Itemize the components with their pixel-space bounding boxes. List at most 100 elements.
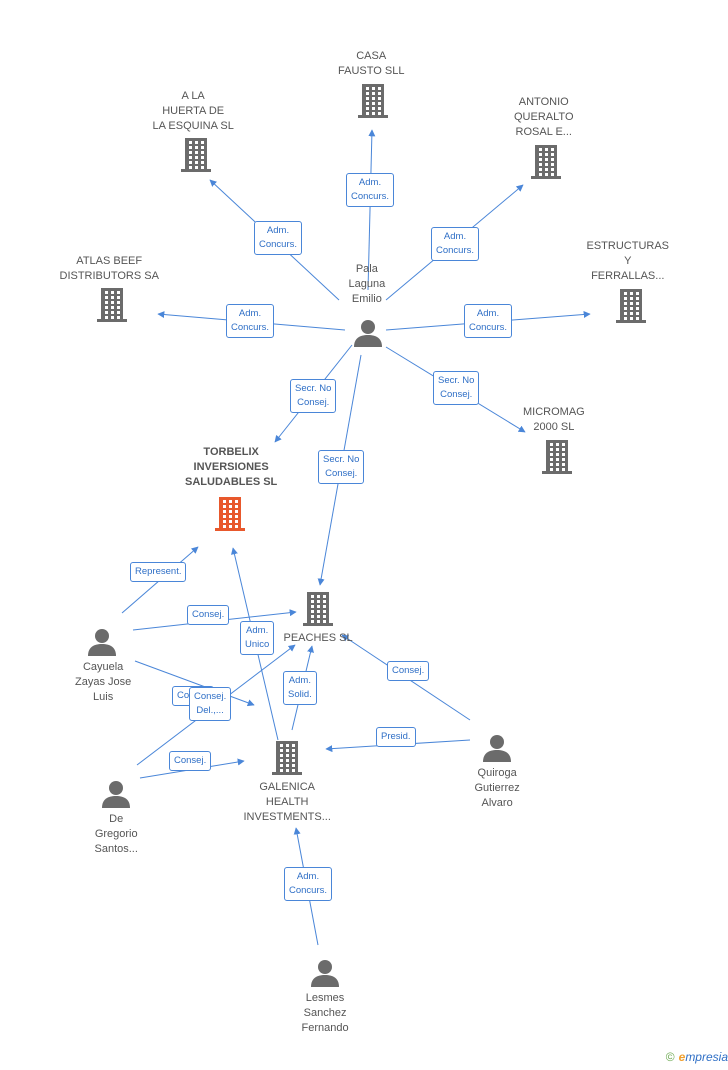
edge-label: Secr. No Consej. (290, 379, 337, 413)
edge-label: Adm.Concurs. (284, 867, 333, 901)
edge-label-line: Adm. (358, 177, 382, 188)
company-node-casa[interactable]: CASA FAUSTO SLL (338, 49, 404, 79)
node-label-line: Y (624, 255, 632, 267)
edge-label-line: Presid. (381, 731, 411, 742)
person-icon[interactable] (482, 733, 512, 763)
edge-label: Consej.Del.,... (189, 687, 232, 721)
edge-line (134, 660, 255, 707)
edge-label-line: Unico (245, 639, 270, 650)
node-label-line: CASA (356, 50, 387, 62)
node-label-line: INVERSIONES (193, 461, 269, 473)
person-icon[interactable] (101, 779, 131, 809)
edge-label-line: Adm. (288, 675, 311, 686)
edge-label-line: Secr. No (438, 375, 475, 386)
building-icon[interactable] (97, 288, 127, 322)
company-node-estructuras[interactable]: ESTRUCTURAS Y FERRALLAS... (587, 239, 670, 284)
building-icon[interactable] (272, 741, 302, 775)
company-node-atlas[interactable]: ATLAS BEEF DISTRIBUTORS SA (60, 254, 159, 284)
edge-label: Represent. (130, 562, 187, 582)
edge-label-line: Concurs. (469, 322, 508, 333)
building-icon[interactable] (181, 138, 211, 172)
edge-label-line: Secr. No (295, 383, 332, 394)
brand-logo-letter: e (678, 1050, 686, 1064)
edge-label-line: Consej. (192, 609, 225, 620)
node-label-line: GALENICA (259, 781, 316, 793)
edge-label-line: Concurs. (259, 239, 298, 250)
building-icon[interactable] (542, 440, 572, 474)
node-label-line: HEALTH (265, 796, 309, 808)
building-icon[interactable] (303, 592, 333, 626)
edge-label-line: Represent. (135, 566, 182, 577)
node-label-line: Emilio (351, 293, 382, 305)
node-label-line: Pala (355, 263, 378, 275)
node-label-line: QUERALTO (514, 111, 574, 123)
node-label-line: PEACHES SL (283, 632, 353, 644)
edge-label: Presid. (376, 727, 416, 747)
node-label-line: LA ESQUINA SL (152, 120, 234, 132)
edge-label-line: Consej. (440, 389, 473, 400)
node-label-line: Quiroga (477, 767, 517, 779)
edge-label-line: Secr. No (323, 454, 360, 465)
edge-label-line: Consej. (174, 755, 207, 766)
edge-label-line: Adm. (443, 231, 467, 242)
node-label-line: Sanchez (303, 1007, 347, 1019)
node-label-line: Alvaro (481, 797, 513, 809)
node-label-line: ATLAS BEEF (76, 255, 143, 267)
edge-label: Adm.Concurs. (464, 304, 513, 338)
copyright-icon: © (665, 1050, 675, 1064)
node-label-line: Luis (93, 691, 114, 703)
person-icon[interactable] (310, 958, 340, 988)
building-icon[interactable] (215, 497, 245, 531)
node-label-line: FERRALLAS... (591, 270, 665, 282)
node-label-line: De (109, 813, 124, 825)
node-label-line: ESTRUCTURAS (586, 240, 670, 252)
edge-label-line: Concurs. (351, 191, 390, 202)
edge-label-line: Adm. (246, 625, 269, 636)
node-label-line: Fernando (301, 1022, 349, 1034)
edge-label-line: Consej. (392, 665, 425, 676)
node-label-line: Zayas Jose (75, 676, 132, 688)
node-label-line: DISTRIBUTORS SA (59, 270, 159, 282)
node-label-line: TORBELIX (203, 446, 259, 458)
brand-logo-text: mpresia (685, 1050, 728, 1064)
node-label-line: 2000 SL (533, 421, 575, 433)
edge-label: Secr. No Consej. (318, 450, 365, 484)
person-icon[interactable] (87, 627, 117, 657)
edge-label-line: Adm. (266, 225, 290, 236)
edge-line (367, 129, 376, 291)
edge-label-line: Adm. (238, 308, 262, 319)
edge-label-line: Consej. (325, 468, 358, 479)
company-node-peaches[interactable]: PEACHES SL (284, 631, 353, 646)
edge-label-line: Consej. (297, 397, 330, 408)
node-label-line: Cayuela (82, 661, 124, 673)
building-icon[interactable] (531, 145, 561, 179)
edge-label: Consej. (169, 751, 212, 771)
edge-label: Consej. (387, 661, 430, 681)
node-label-line: Gregorio (94, 828, 138, 840)
edge-label-line: Concurs. (436, 245, 475, 256)
edge-label-line: Solid. (288, 689, 312, 700)
building-icon[interactable] (616, 289, 646, 323)
node-label-line: FAUSTO SLL (338, 65, 405, 77)
person-icon[interactable] (353, 318, 383, 348)
edge-label: Adm. Concurs. (346, 173, 395, 207)
building-icon[interactable] (358, 84, 388, 118)
node-label-line: Lesmes (305, 992, 345, 1004)
node-label-line: ANTONIO (518, 96, 569, 108)
company-node-galenica[interactable]: GALENICA HEALTH INVESTMENTS... (244, 780, 331, 825)
brand-footer: ©empresia (666, 1050, 728, 1064)
node-label-line: A LA (181, 90, 205, 102)
edge-label: Adm. Unico (240, 621, 275, 655)
node-label-line: INVESTMENTS... (243, 811, 331, 823)
